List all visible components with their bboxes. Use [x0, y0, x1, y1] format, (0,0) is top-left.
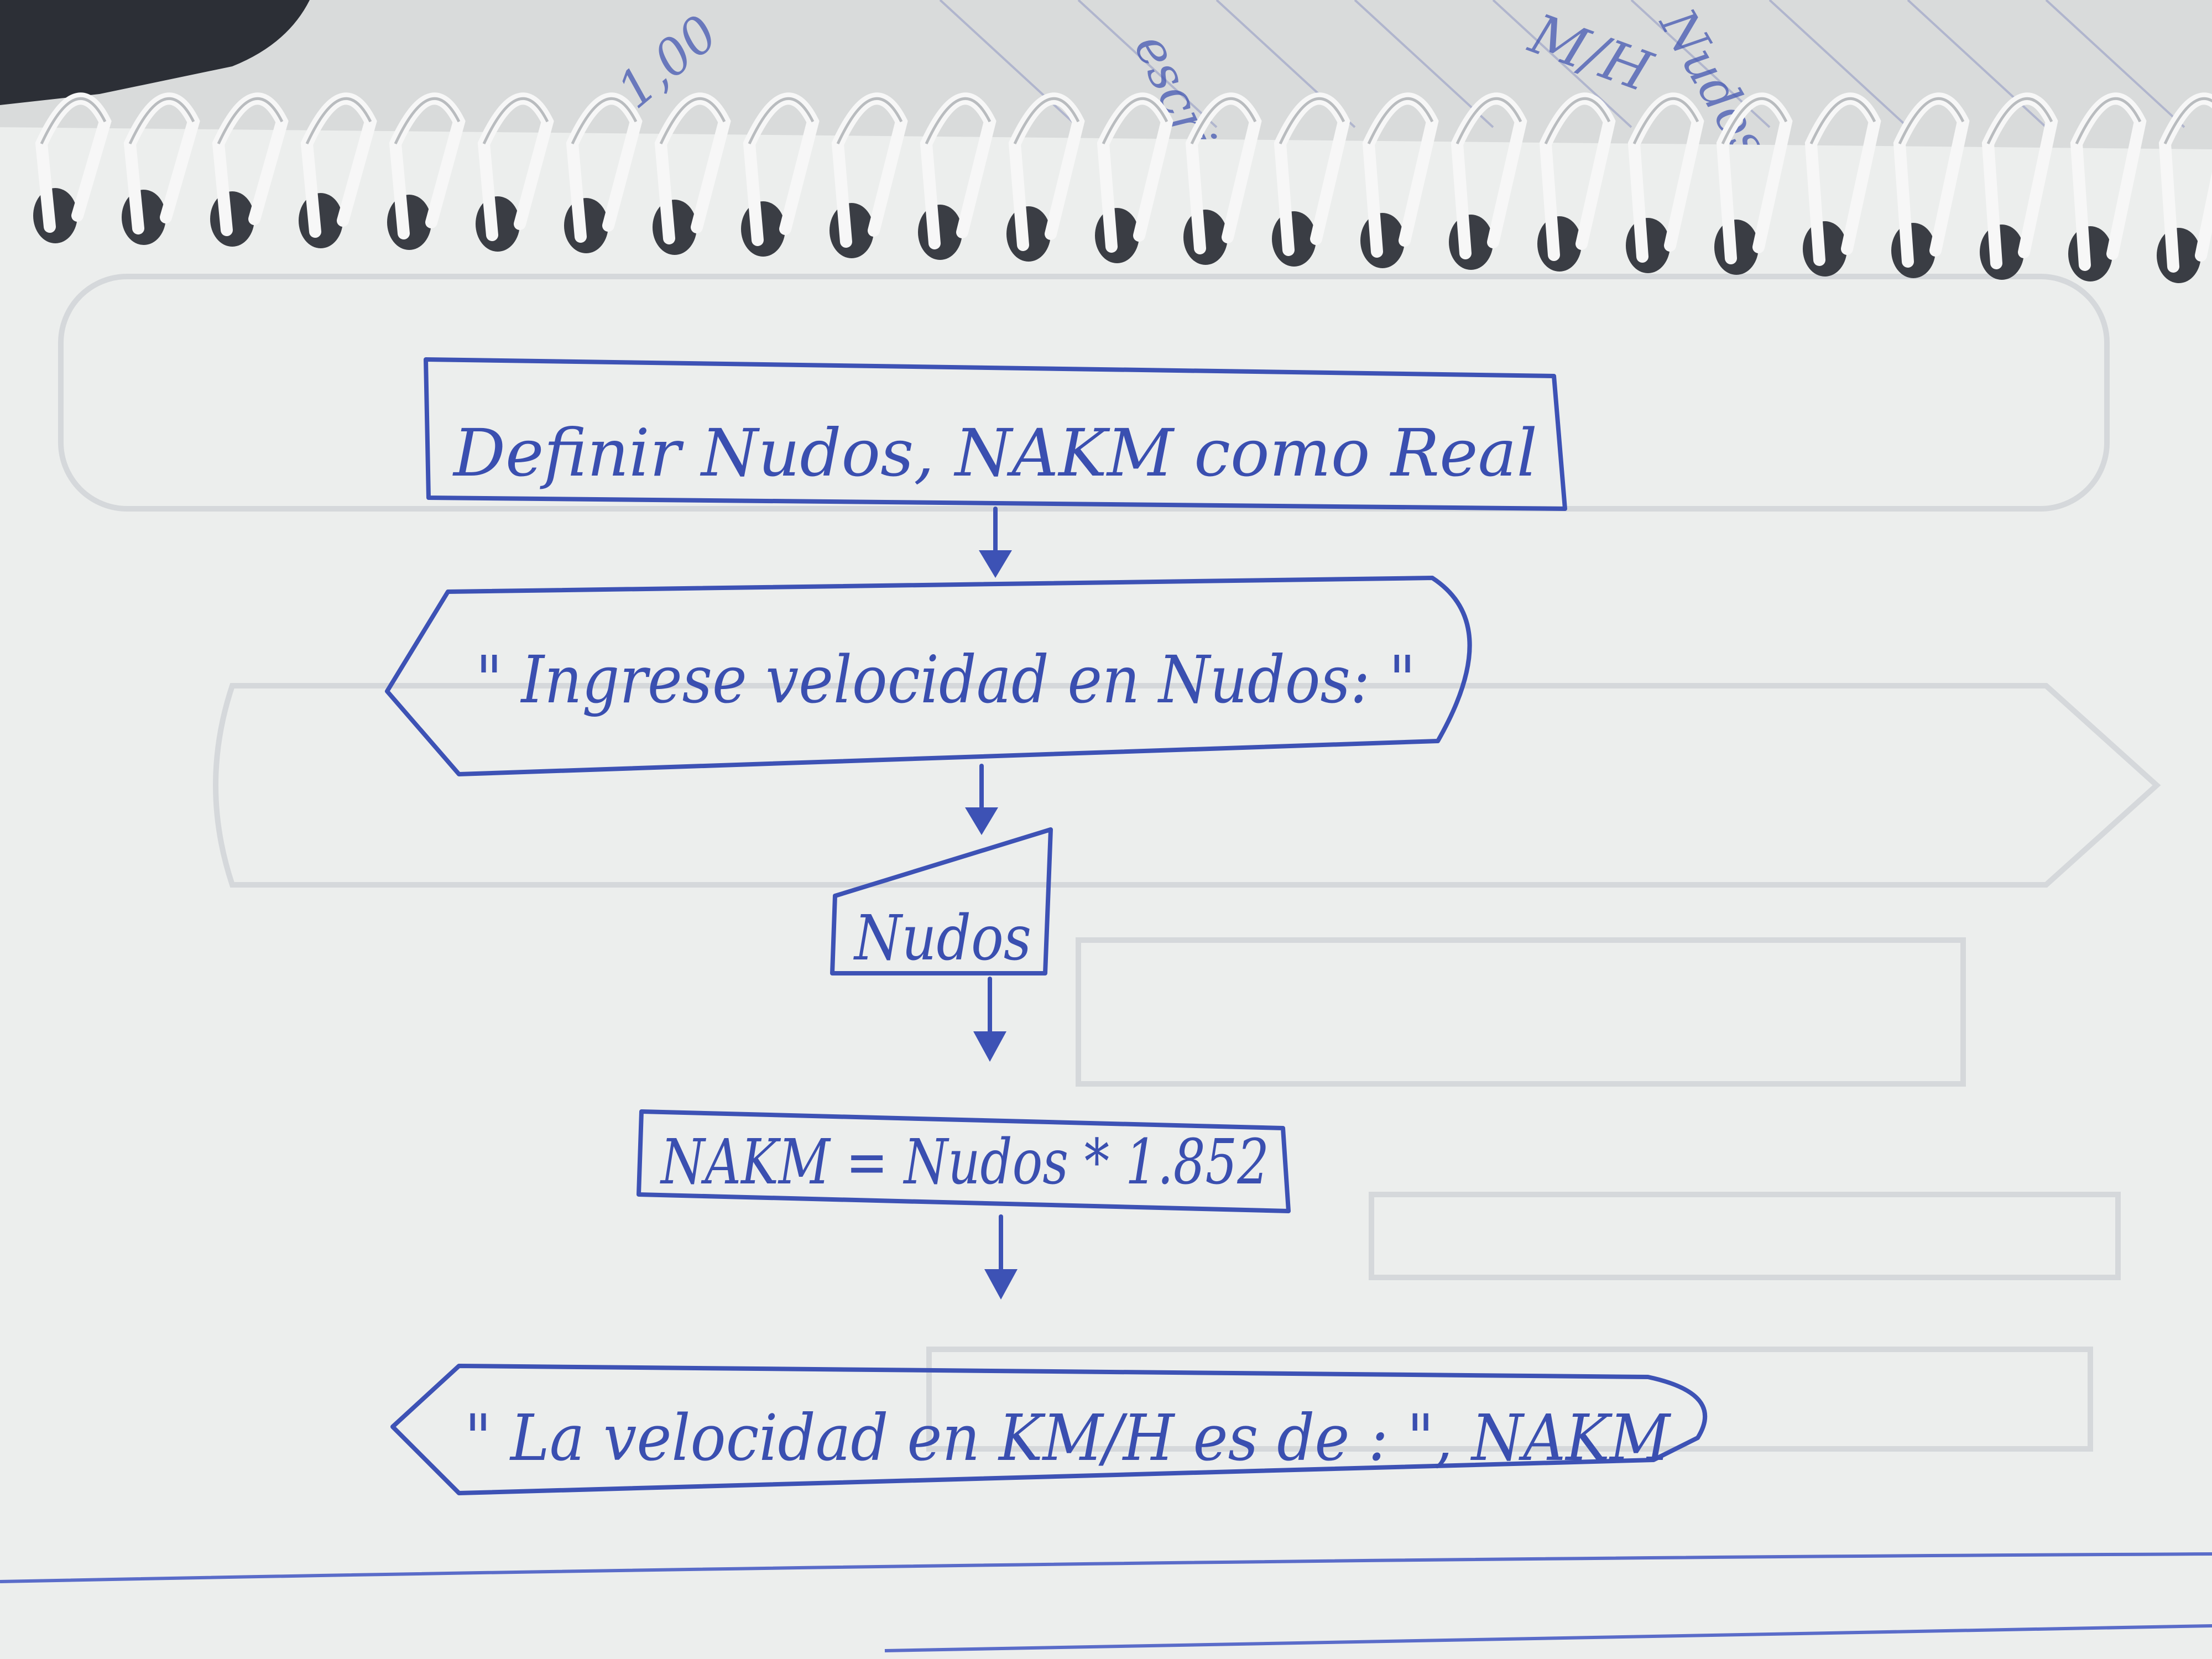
spiral-ring-shade — [1898, 97, 1965, 145]
node-definir-text: Definir Nudos, NAKM como Real — [452, 415, 1537, 491]
spiral-ring-shade — [40, 97, 107, 145]
spiral-hole — [1360, 213, 1405, 268]
spiral-hole — [1183, 210, 1228, 265]
dark-object — [0, 0, 310, 105]
spiral-ring-shade — [305, 97, 372, 145]
spiral-ring-shade — [925, 97, 992, 145]
spiral-hole — [564, 198, 608, 253]
spiral-ring-shade — [571, 97, 638, 145]
spiral-hole — [1891, 223, 1936, 278]
spiral-hole — [1272, 211, 1316, 267]
arrow-1 — [979, 507, 1012, 578]
spiral-ring-shade — [1986, 97, 2053, 145]
arrow-4 — [984, 1214, 1018, 1300]
spiral-ring-shade — [217, 97, 284, 145]
arrow-2 — [965, 764, 998, 835]
spiral-hole — [1449, 215, 1493, 270]
ruled-line — [884, 1624, 2212, 1652]
spiral-hole — [299, 193, 343, 248]
spiral-hole — [387, 195, 431, 250]
node-output-text: " La velocidad en KM/H es de : ", NAKM — [465, 1401, 1672, 1475]
spiral-ring-shade — [1455, 97, 1522, 145]
spiral-ring-shade — [394, 97, 461, 145]
spiral-ring-shade — [2075, 97, 2142, 145]
spiral-hole — [2157, 228, 2201, 283]
spiral-hole — [653, 200, 697, 255]
spiral-ring-shade — [1544, 97, 1611, 145]
spiral-ring-shade — [659, 97, 726, 145]
spiral-ring-shade — [1632, 97, 1699, 145]
arrow-3 — [973, 977, 1006, 1062]
spiral-hole — [1803, 221, 1847, 276]
spiral-ring-shade — [1190, 97, 1257, 145]
node-prompt: " Ingrese velocidad en Nudos: " — [385, 576, 1472, 776]
spiral-hole — [741, 201, 785, 257]
spiral-ring-shade — [748, 97, 815, 145]
spiral-ring-shade — [482, 97, 549, 145]
spiral-hole — [1006, 206, 1051, 262]
node-definir: Definir Nudos, NAKM como Real — [424, 357, 1567, 511]
spiral-binding — [33, 92, 2212, 283]
spiral-ring-shade — [1809, 97, 1876, 145]
spiral-hole — [918, 205, 962, 260]
spiral-ring-shade — [1721, 97, 1788, 145]
spiral-hole — [476, 196, 520, 252]
spiral-ring-shade — [128, 97, 195, 145]
spiral-hole — [210, 191, 254, 247]
node-calc: NAKM = Nudos * 1.852 — [637, 1109, 1291, 1213]
spiral-hole — [1980, 225, 2024, 280]
spiral-hole — [1626, 218, 1670, 273]
spiral-hole — [122, 190, 166, 245]
node-input-nudos: Nudos — [830, 827, 1053, 975]
spiral-ring-shade — [1279, 97, 1345, 145]
spiral-ring-shade — [1102, 97, 1168, 145]
spiral-hole — [2068, 226, 2112, 281]
node-input-nudos-text: Nudos — [853, 902, 1031, 974]
node-output: " La velocidad en KM/H es de : ", NAKM — [390, 1364, 1708, 1495]
spiral-hole — [1714, 220, 1759, 275]
spiral-hole — [33, 188, 77, 243]
spiral-ring-shade — [1367, 97, 1434, 145]
node-prompt-text: " Ingrese velocidad en Nudos: " — [476, 641, 1416, 718]
spiral-hole — [830, 203, 874, 258]
ruled-line — [0, 1552, 2212, 1583]
node-calc-text: NAKM = Nudos * 1.852 — [660, 1126, 1269, 1198]
spiral-hole — [1095, 208, 1139, 263]
spiral-ring-shade — [1013, 97, 1080, 145]
spiral-ring-shade — [836, 97, 903, 145]
bleed-through — [58, 274, 2161, 1452]
back-page-lines — [939, 0, 2185, 128]
spiral-ring-shade — [2163, 97, 2212, 145]
spiral-hole — [1537, 216, 1582, 272]
